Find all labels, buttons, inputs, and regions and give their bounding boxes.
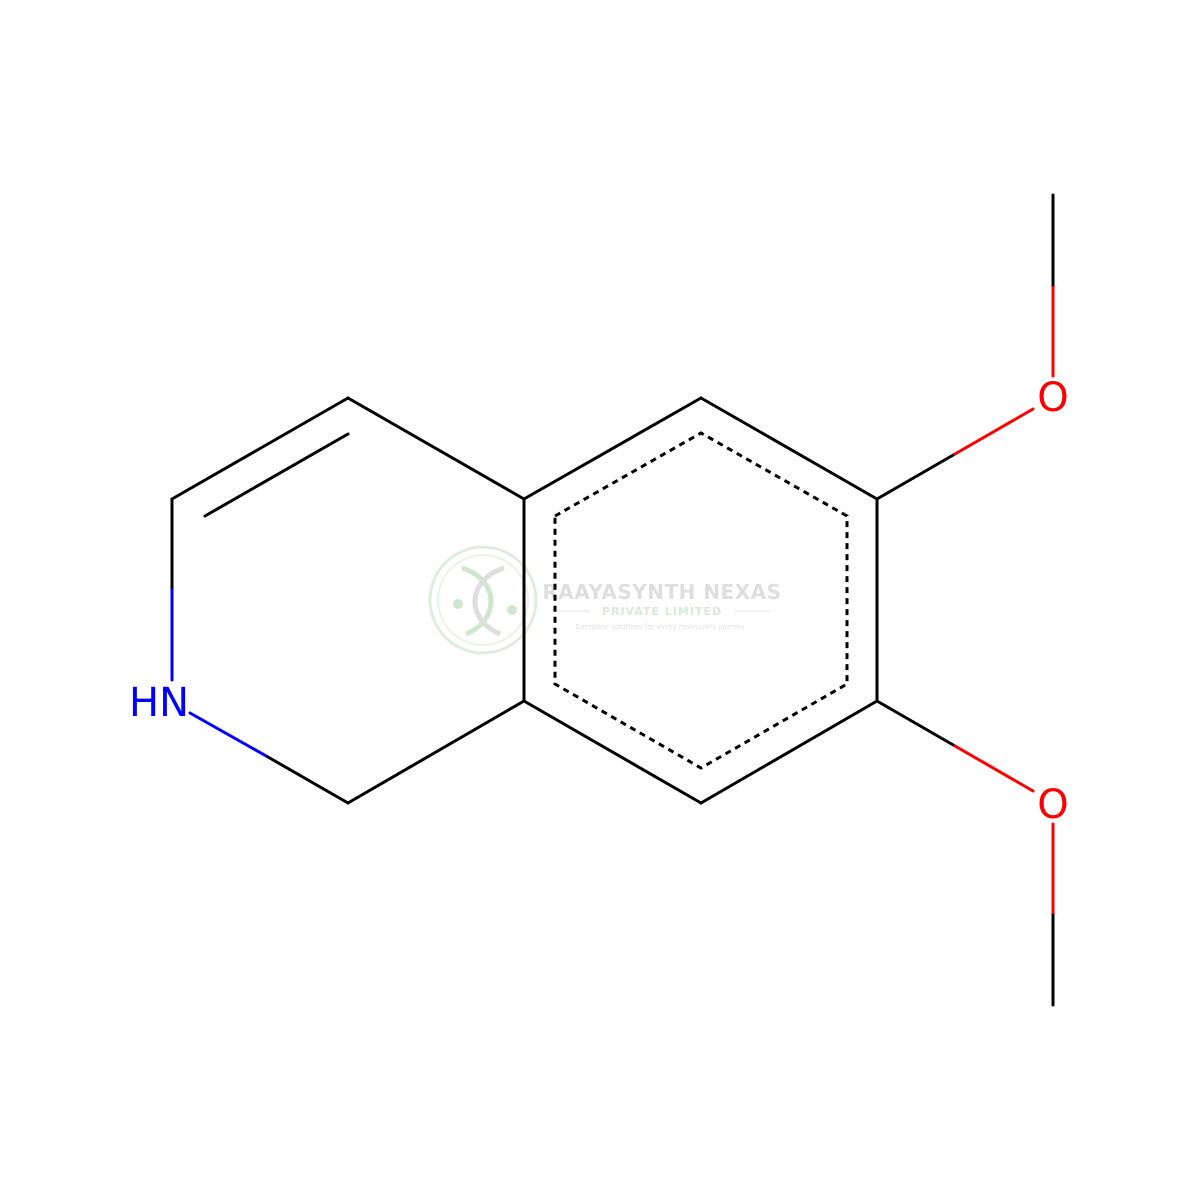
watermark-logo-icon [428, 545, 538, 655]
bond-c4-c4a [346, 396, 526, 501]
aromatic-ring-dashed [553, 431, 849, 770]
bond-c1-c8a [346, 699, 526, 805]
watermark-company: RAAYASYNTH NEXAS [542, 580, 781, 604]
watermark-tagline: Complete solutions for every molecule's … [575, 623, 744, 631]
watermark: RAAYASYNTH NEXAS PRIVATE LIMITED Complet… [428, 545, 781, 655]
bond-c7-c8 [699, 699, 879, 805]
bond-n2-c1-blue [188, 711, 270, 759]
atom-labels: HN O O [129, 375, 1069, 828]
watermark-subtitle: PRIVATE LIMITED [602, 605, 722, 618]
bond-c3-c4-inner [203, 432, 350, 518]
bonds [170, 193, 1055, 1007]
bond-c7-o-red [953, 744, 1035, 793]
bond-c5-c6 [699, 396, 879, 501]
atom-label-oxygen-top: O [1037, 375, 1068, 421]
bond-c6-o-black [875, 452, 957, 501]
bond-c7-o-black [875, 699, 957, 748]
bond-c4a-c5 [522, 396, 703, 501]
atom-label-oxygen-bottom: O [1037, 782, 1068, 828]
bond-n2-c1-black [266, 755, 350, 805]
bond-c6-o-red [953, 407, 1035, 456]
bond-c8-c8a [522, 699, 703, 805]
bond-c3-c4 [170, 396, 350, 501]
atom-label-nitrogen: HN [129, 680, 189, 726]
